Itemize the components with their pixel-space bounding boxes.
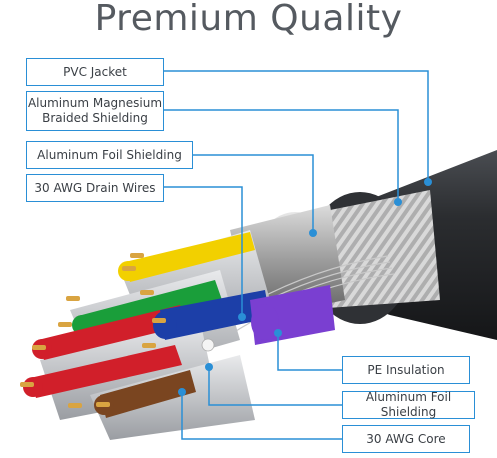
page-title: Premium Quality (94, 0, 403, 39)
callout-drain-wires: 30 AWG Drain Wires (26, 174, 164, 202)
callout-label: 30 AWG Core (366, 431, 446, 446)
callout-label: Aluminum Foil Shielding (365, 390, 452, 419)
core-tips (20, 253, 166, 408)
leader-dots (178, 178, 432, 396)
callout-label: PVC Jacket (63, 64, 127, 79)
callout-inner-foil-shielding: Aluminum Foil Shielding (342, 390, 475, 419)
callout-outer-foil-shielding: Aluminum Foil Shielding (26, 141, 193, 169)
callout-label: Aluminum Foil Shielding (37, 147, 182, 162)
core-bundle (201, 338, 215, 352)
callout-pe-insulation: PE Insulation (342, 356, 470, 384)
callout-braided-shielding: Aluminum Magnesium Braided Shielding (26, 91, 164, 131)
leader-lines (163, 70, 429, 440)
callout-label: Aluminum Magnesium (27, 96, 163, 110)
callout-pvc-jacket: PVC Jacket (26, 58, 164, 86)
pe-insulated-conductors (23, 232, 335, 418)
callout-core: 30 AWG Core (342, 425, 470, 453)
callout-label: 30 AWG Drain Wires (34, 180, 156, 195)
callout-label: Braided Shielding (42, 111, 148, 125)
callout-label: PE Insulation (367, 362, 445, 377)
